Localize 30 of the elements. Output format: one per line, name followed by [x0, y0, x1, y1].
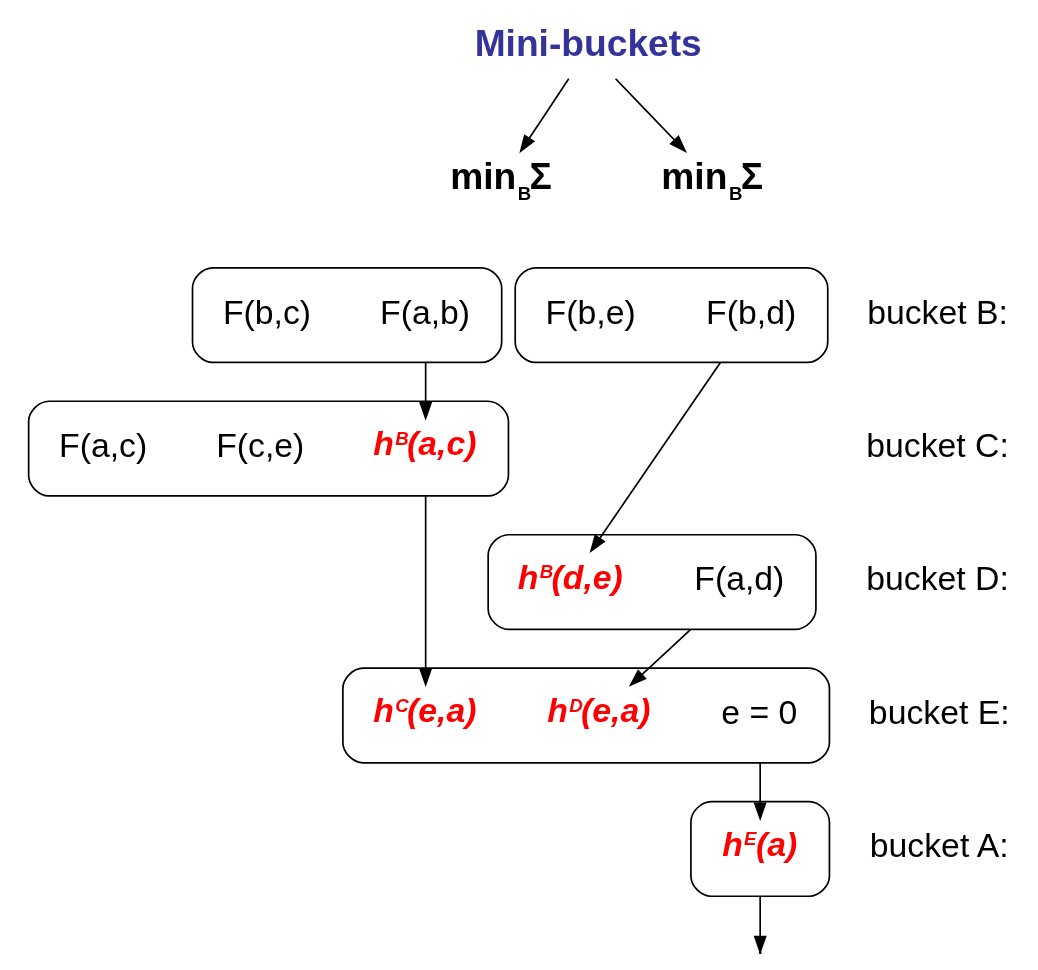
cluster [191, 266, 503, 363]
label: bucket C: [866, 425, 1009, 464]
arrow [419, 361, 433, 421]
cluster [514, 266, 829, 363]
arrow [753, 761, 767, 821]
node-text: F(b,c) [222, 292, 312, 331]
arrow [589, 361, 722, 553]
node-text: h$^{B}$(d,e) [517, 557, 623, 596]
node-text: F(a,c) [59, 425, 148, 464]
node-text: F(b,e) [545, 292, 636, 331]
node-text: h$^{C}$(e,a) [373, 690, 477, 729]
node-text: min$_{B}$Σ [661, 154, 764, 204]
node-text: F(a,b) [380, 292, 471, 331]
node-text: h$^{E}$(a) [722, 824, 798, 863]
node-text: h$^{B}$(a,c) [373, 423, 477, 462]
node-text: F(a,d) [694, 558, 785, 597]
arrow [628, 628, 692, 687]
label: bucket D: [866, 558, 1009, 597]
node-text: e = 0 [721, 692, 798, 731]
label: bucket A: [869, 825, 1009, 864]
label: bucket E: [868, 692, 1010, 731]
node-text: Mini-buckets [474, 21, 702, 64]
node-text: h$^{D}$(e,a) [547, 690, 651, 729]
arrow [614, 77, 687, 153]
label: bucket B: [867, 292, 1008, 331]
node-text: min$_{B}$Σ [450, 154, 552, 204]
arrow [419, 494, 433, 687]
arrow [519, 77, 570, 153]
node-text: F(c,e) [216, 425, 305, 464]
node-text: F(b,d) [706, 292, 797, 331]
